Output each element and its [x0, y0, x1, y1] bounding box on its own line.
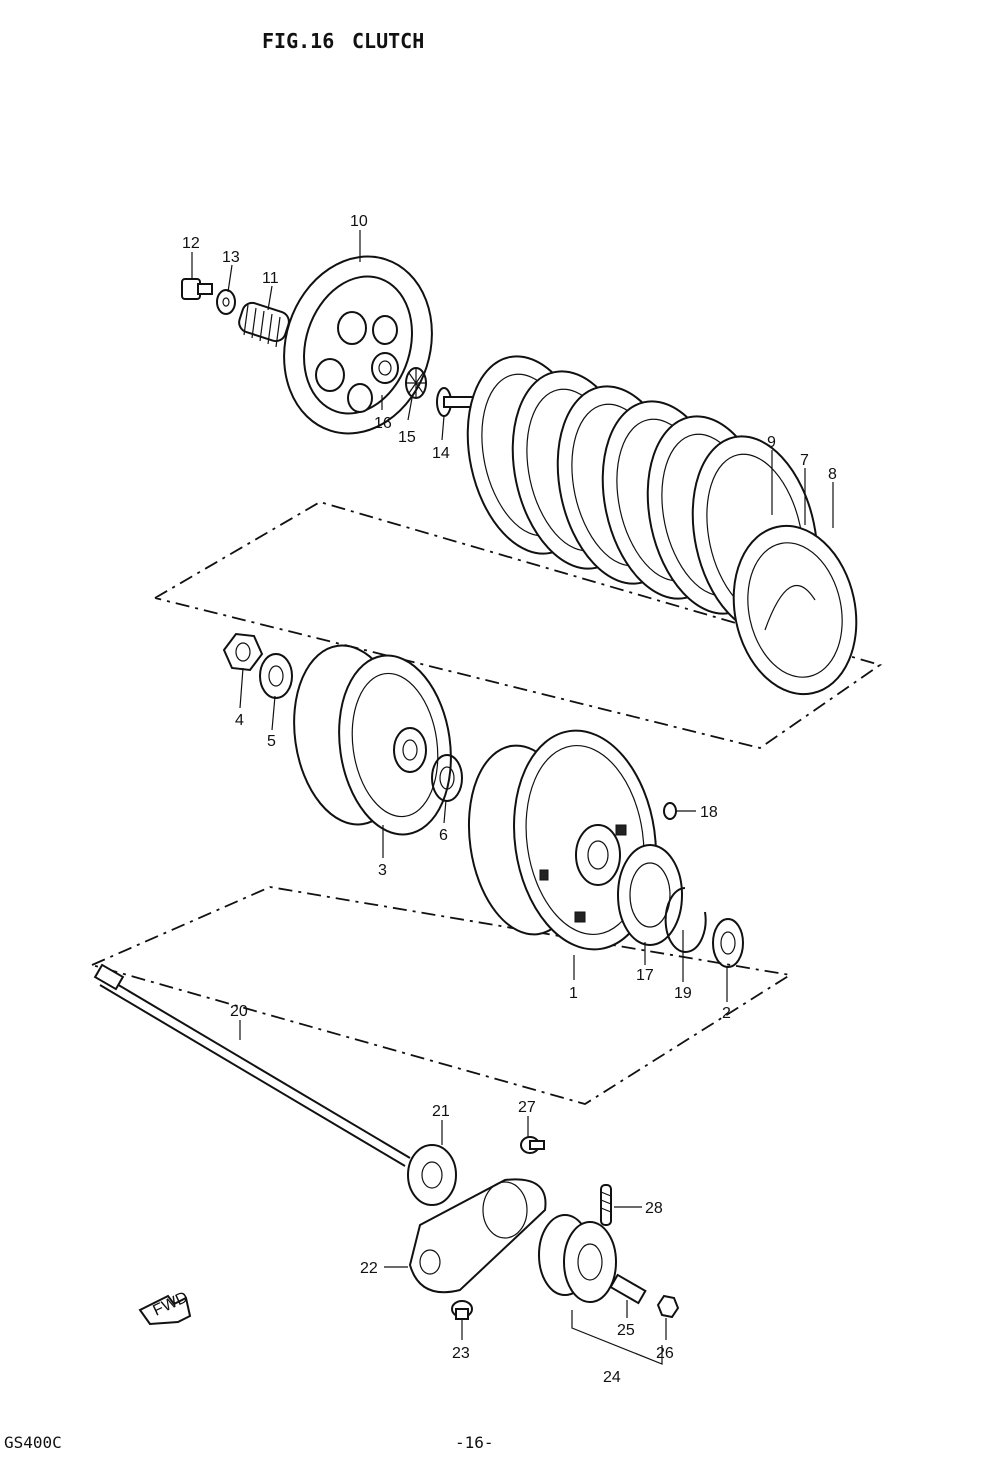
- callout-13: 13: [222, 249, 240, 266]
- clutch-sleeve-hub-nut: [222, 632, 264, 672]
- callout-2: 2: [722, 1005, 731, 1022]
- callout-16: 16: [374, 415, 392, 432]
- model-code: GS400C: [4, 1433, 62, 1452]
- callout-4: 4: [235, 712, 244, 729]
- callout-10: 10: [350, 213, 368, 230]
- callout-leaders: [191, 230, 834, 1340]
- adjusting-lock-nut: [656, 1294, 680, 1319]
- callout-14: 14: [432, 445, 450, 462]
- release-cover: [408, 1178, 547, 1294]
- housing-washer: [712, 918, 744, 968]
- callout-8: 8: [828, 466, 837, 483]
- callout-5: 5: [267, 733, 276, 750]
- callout-23: 23: [452, 1345, 470, 1362]
- thrust-washer: [431, 754, 463, 802]
- spring-bolt: [181, 278, 213, 300]
- clutch-sleeve-hub: [293, 644, 452, 836]
- clutch-spring: [238, 301, 290, 348]
- callout-27: 27: [518, 1099, 536, 1116]
- release-spring: [600, 1184, 612, 1226]
- circlip: [664, 887, 707, 953]
- callout-22: 22: [360, 1260, 378, 1277]
- figure-title: CLUTCH: [352, 29, 424, 53]
- pressure-plate: [283, 255, 433, 435]
- callout-20: 20: [230, 1003, 248, 1020]
- callout-7: 7: [800, 452, 809, 469]
- forward-direction-badge: FWD: [138, 1289, 192, 1326]
- clutch-push-rod: [93, 963, 411, 1167]
- callout-3: 3: [378, 862, 387, 879]
- drive-pin: [663, 802, 677, 820]
- callout-25: 25: [617, 1322, 635, 1339]
- housing-group-outline: [91, 886, 793, 1105]
- clutch-release-assembly: [538, 1214, 617, 1303]
- push-rod-oil-seal: [407, 1144, 457, 1206]
- callout-labels: 1 2 3 4 5 6 7 8 9 10 11 12 13 14 15 16 1…: [182, 213, 837, 1386]
- callout-9: 9: [767, 434, 776, 451]
- callout-28: 28: [645, 1200, 663, 1217]
- figure-number: FIG.16: [262, 29, 334, 53]
- callout-6: 6: [439, 827, 448, 844]
- callout-19: 19: [674, 985, 692, 1002]
- callout-15: 15: [398, 429, 416, 446]
- adjusting-screw: [609, 1273, 647, 1305]
- callout-11: 11: [262, 270, 279, 287]
- callout-26: 26: [656, 1345, 674, 1362]
- callout-1: 1: [569, 985, 578, 1002]
- callout-17: 17: [636, 967, 654, 984]
- callout-24: 24: [603, 1369, 621, 1386]
- plates-group-outline: [154, 501, 883, 749]
- page-number: -16-: [455, 1433, 494, 1452]
- callout-21: 21: [432, 1103, 450, 1120]
- lock-washer: [259, 653, 293, 699]
- callout-12: 12: [182, 235, 200, 252]
- callout-18: 18: [700, 804, 718, 821]
- release-screw: [520, 1136, 545, 1154]
- release-bearing: [405, 367, 427, 399]
- spring-washer: [216, 289, 236, 315]
- drive-plate-outer: [732, 524, 858, 696]
- group-24-bracket: [571, 1310, 663, 1365]
- cover-screw: [451, 1300, 473, 1320]
